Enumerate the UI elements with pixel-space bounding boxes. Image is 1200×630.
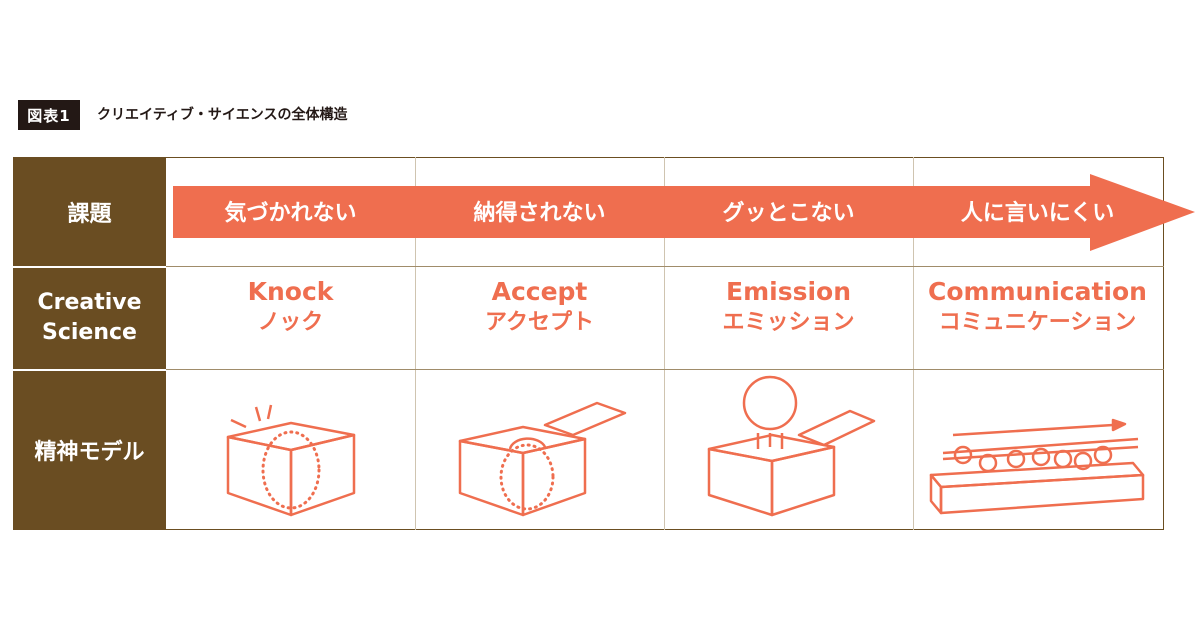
stage-knock-en: Knock bbox=[247, 277, 334, 306]
row-header-creative-science: Creative Science bbox=[13, 266, 166, 369]
column-divider bbox=[913, 157, 914, 530]
row-divider bbox=[166, 369, 1164, 370]
header-separator bbox=[13, 266, 166, 268]
row-header-model-label: 精神モデル bbox=[34, 439, 145, 465]
row-header-issue-label: 課題 bbox=[67, 201, 112, 227]
figure-label: 図表1 bbox=[18, 100, 80, 130]
communication-conveyor-icon bbox=[913, 375, 1162, 525]
column-divider bbox=[664, 157, 665, 530]
stage-knock: Knock ノック bbox=[166, 276, 415, 337]
stage-emission-jp: エミッション bbox=[722, 309, 855, 335]
header-separator bbox=[13, 369, 166, 371]
stage-accept: Accept アクセプト bbox=[415, 276, 664, 337]
stage-emission: Emission エミッション bbox=[664, 276, 913, 337]
knock-box-icon bbox=[166, 375, 415, 525]
issue-2: 納得されない bbox=[473, 201, 606, 226]
figure-title: クリエイティブ・サイエンスの全体構造 bbox=[97, 107, 348, 123]
row-header-issue: 課題 bbox=[13, 157, 166, 266]
arrow-shape bbox=[173, 174, 1195, 251]
stage-communication: Communication コミュニケーション bbox=[913, 276, 1162, 337]
row-divider bbox=[166, 266, 1164, 267]
emission-box-icon bbox=[664, 375, 913, 525]
accept-box-icon bbox=[415, 375, 664, 525]
column-divider bbox=[415, 157, 416, 530]
issue-3: グッとこない bbox=[722, 201, 855, 226]
row-header-creative-line1: Creative bbox=[37, 289, 142, 315]
row-header-creative-line2: Science bbox=[42, 319, 137, 345]
row-header-model: 精神モデル bbox=[13, 369, 166, 530]
stage-communication-en: Communication bbox=[928, 277, 1147, 306]
stage-accept-en: Accept bbox=[491, 277, 588, 306]
issue-4: 人に言いにくい bbox=[960, 201, 1115, 226]
issue-1: 気づかれない bbox=[224, 201, 357, 226]
stage-accept-jp: アクセプト bbox=[485, 309, 594, 335]
stage-emission-en: Emission bbox=[726, 277, 851, 306]
stage-knock-jp: ノック bbox=[257, 309, 324, 335]
stage-communication-jp: コミュニケーション bbox=[938, 309, 1137, 335]
